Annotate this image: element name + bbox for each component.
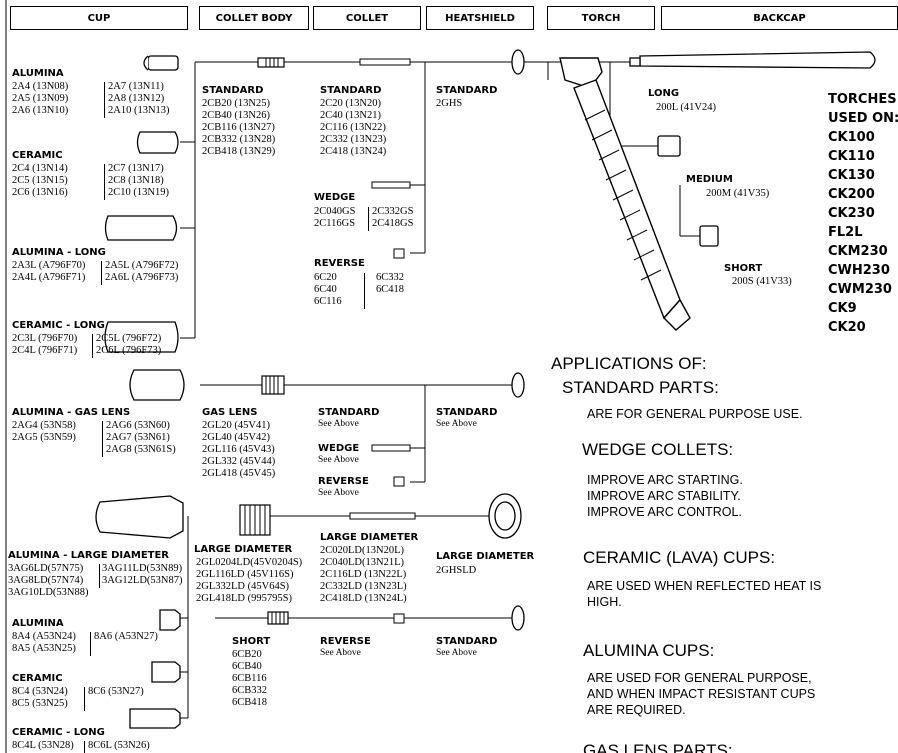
app-standard-text: ARE FOR GENERAL PURPOSE USE. bbox=[587, 407, 803, 421]
collet-large-title: LARGE DIAMETER bbox=[320, 532, 419, 543]
cup-short-alumina-col1: 8A4 (A53N24) 8A5 (A53N25) bbox=[12, 631, 76, 654]
collet-gl-standard-sub: See Above bbox=[318, 419, 359, 429]
hs-gl-standard-title: STANDARD bbox=[436, 407, 498, 418]
bc-short-title: SHORT bbox=[724, 263, 763, 274]
torches-title: TORCHES USED ON: bbox=[828, 92, 898, 126]
applications-heading: APPLICATIONS OF: bbox=[551, 354, 707, 373]
cb-large-title: LARGE DIAMETER bbox=[194, 544, 293, 555]
cup-alumina-long-col2: 2A5L (A796F72) 2A6L (A796F73) bbox=[105, 260, 179, 283]
cup-short-ceramic-long-title: CERAMIC - LONG bbox=[12, 727, 105, 738]
hs-large-sub: 2GHSLD bbox=[436, 565, 477, 576]
app-alumina-title: ALUMINA CUPS: bbox=[583, 641, 715, 660]
hs-standard-title: STANDARD bbox=[436, 85, 498, 96]
app-alumina-text: ARE USED FOR GENERAL PURPOSE, AND WHEN I… bbox=[587, 671, 816, 717]
cup-short-ceramic-long-col1: 8C4L (53N28) bbox=[12, 740, 74, 751]
collet-gl-wedge-sub: See Above bbox=[318, 455, 359, 465]
cup-gas-lens-title: ALUMINA - GAS LENS bbox=[12, 407, 131, 418]
hs-standard-sub: 2GHS bbox=[436, 98, 463, 109]
header-collet-body: COLLET BODY bbox=[199, 6, 309, 30]
cup-large-title: ALUMINA - LARGE DIAMETER bbox=[8, 550, 169, 561]
app-wedge-title: WEDGE COLLETS: bbox=[582, 440, 734, 459]
collet-reverse-col2: 6C332 6C418 bbox=[376, 272, 405, 295]
cup-ceramic-long-col2: 2C5L (796F72) 2C6L (796F73) bbox=[96, 333, 162, 356]
app-wedge-text: IMPROVE ARC STARTING. IMPROVE ARC STABIL… bbox=[587, 473, 743, 519]
cup-ceramic-title: CERAMIC bbox=[12, 150, 63, 161]
bc-short-sub: 200S (41V33) bbox=[732, 276, 792, 287]
header-torch: TORCH bbox=[547, 6, 655, 30]
cup-large-col2: 3AG11LD(53N89) 3AG12LD(53N87) bbox=[102, 563, 183, 586]
cup-short-ceramic-long-col2: 8C6L (53N26) bbox=[88, 740, 150, 751]
cb-short-title: SHORT bbox=[232, 636, 271, 647]
collet-wedge-col1: 2C040GS 2C116GS bbox=[314, 206, 356, 229]
collet-reverse-col1: 6C20 6C40 6C116 bbox=[314, 272, 342, 307]
cup-ceramic-long-title: CERAMIC - LONG bbox=[12, 320, 105, 331]
collet-gl-reverse-sub: See Above bbox=[318, 488, 359, 498]
header-cup: CUP bbox=[10, 6, 188, 30]
app-gas-lens-title: GAS LENS PARTS: bbox=[583, 741, 733, 753]
cb-large-list: 2GL0204LD(45V0204S) 2GL116LD (45V116S) 2… bbox=[196, 557, 303, 604]
app-standard-title: STANDARD PARTS: bbox=[562, 378, 719, 397]
app-ceramic-text: ARE USED WHEN REFLECTED HEAT IS HIGH. bbox=[587, 579, 822, 609]
header-collet: COLLET bbox=[313, 6, 421, 30]
cup-short-alumina-title: ALUMINA bbox=[12, 618, 64, 629]
cup-short-ceramic-title: CERAMIC bbox=[12, 673, 63, 684]
cup-alumina-col2: 2A7 (13N11) 2A8 (13N12) 2A10 (13N13) bbox=[108, 81, 170, 116]
cb-standard-title: STANDARD bbox=[202, 85, 264, 96]
app-ceramic-title: CERAMIC (LAVA) CUPS: bbox=[583, 548, 776, 567]
bc-long-title: LONG bbox=[648, 88, 680, 99]
hs-short-standard-sub: See Above bbox=[436, 648, 477, 658]
cup-gas-lens-col2: 2AG6 (53N60) 2AG7 (53N61) 2AG8 (53N61S) bbox=[106, 420, 176, 455]
cb-gas-lens-title: GAS LENS bbox=[202, 407, 258, 418]
collet-standard-list: 2C20 (13N20) 2C40 (13N21) 2C116 (13N22) … bbox=[320, 98, 387, 157]
header-backcap: BACKCAP bbox=[661, 6, 898, 30]
bc-medium-title: MEDIUM bbox=[686, 174, 733, 185]
hs-short-standard-title: STANDARD bbox=[436, 636, 498, 647]
torches-list: CK100 CK110 CK130 CK200 CK230 FL2L CKM23… bbox=[828, 130, 892, 335]
cup-gas-lens-col1: 2AG4 (53N58) 2AG5 (53N59) bbox=[12, 420, 76, 443]
cup-alumina-col1: 2A4 (13N08) 2A5 (13N09) 2A6 (13N10) bbox=[12, 81, 69, 116]
collet-short-reverse-sub: See Above bbox=[320, 648, 361, 658]
cup-large-col1: 3AG6LD(57N75) 3AG8LD(57N74) 3AG10LD(53N8… bbox=[8, 563, 89, 598]
header-heatshield: HEATSHIELD bbox=[426, 6, 534, 30]
hs-gl-standard-sub: See Above bbox=[436, 419, 477, 429]
cb-gas-lens-list: 2GL20 (45V41) 2GL40 (45V42) 2GL116 (45V4… bbox=[202, 420, 276, 479]
collet-gl-standard-title: STANDARD bbox=[318, 407, 380, 418]
cb-short-list: 6CB20 6CB40 6CB116 6CB332 6CB418 bbox=[232, 649, 268, 708]
cup-ceramic-col2: 2C7 (13N17) 2C8 (13N18) 2C10 (13N19) bbox=[108, 163, 169, 198]
collet-wedge-title: WEDGE bbox=[314, 192, 356, 203]
collet-short-reverse-title: REVERSE bbox=[320, 636, 371, 647]
hs-large-title: LARGE DIAMETER bbox=[436, 551, 535, 562]
collet-reverse-title: REVERSE bbox=[314, 258, 365, 269]
collet-standard-title: STANDARD bbox=[320, 85, 382, 96]
cup-short-ceramic-col1: 8C4 (53N24) 8C5 (53N25) bbox=[12, 686, 68, 709]
collet-gl-wedge-title: WEDGE bbox=[318, 443, 360, 454]
collet-large-list: 2C020LD(13N20L) 2C040LD(13N21L) 2C116LD … bbox=[320, 545, 407, 604]
cup-short-alumina-col2: 8A6 (A53N27) bbox=[94, 631, 158, 642]
cup-short-ceramic-col2: 8C6 (53N27) bbox=[88, 686, 144, 697]
cup-alumina-long-col1: 2A3L (A796F70) 2A4L (A796F71) bbox=[12, 260, 86, 283]
collet-wedge-col2: 2C332GS 2C418GS bbox=[372, 206, 414, 229]
cb-standard-list: 2CB20 (13N25) 2CB40 (13N26) 2CB116 (13N2… bbox=[202, 98, 276, 157]
cup-ceramic-long-col1: 2C3L (796F70) 2C4L (796F71) bbox=[12, 333, 78, 356]
cup-ceramic-col1: 2C4 (13N14) 2C5 (13N15) 2C6 (13N16) bbox=[12, 163, 68, 198]
bc-long-sub: 200L (41V24) bbox=[656, 102, 716, 113]
collet-gl-reverse-title: REVERSE bbox=[318, 476, 369, 487]
cup-alumina-long-title: ALUMINA - LONG bbox=[12, 247, 106, 258]
bc-medium-sub: 200M (41V35) bbox=[706, 188, 770, 199]
cup-alumina-title: ALUMINA bbox=[12, 68, 64, 79]
